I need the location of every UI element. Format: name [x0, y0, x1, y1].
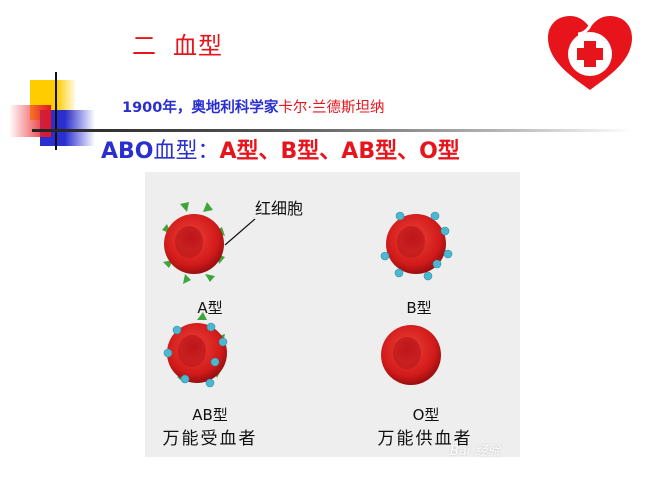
cell-label-ab: AB型: [192, 406, 228, 424]
blood-cell-illustrations: [162, 202, 453, 388]
heading-blood-type: 血型：: [153, 139, 220, 164]
slide-title: 二血型: [132, 26, 223, 61]
subtitle-year: 1900年，奥地利科学家: [122, 100, 279, 116]
cell-note-ab: 万能受血者: [162, 429, 258, 449]
cell-type-a-icon: [162, 202, 225, 284]
cell-label-o: O型: [412, 406, 440, 424]
heading-abo: ABO: [101, 139, 154, 164]
heart-red-cross-icon: [548, 16, 632, 90]
decor-vertical-line: [55, 72, 57, 150]
decor-red-square: [9, 105, 51, 137]
cell-note-o: 万能供血者: [377, 429, 473, 449]
heading-types: A型、B型、AB型、O型: [219, 139, 460, 164]
subtitle-scientist: 卡尔·兰德斯坦纳: [278, 100, 385, 116]
decor-divider-line: [32, 129, 632, 132]
watermark: Bai 经验: [450, 444, 501, 459]
cell-type-o-icon: [381, 325, 441, 385]
cell-type-ab-icon: [163, 312, 228, 388]
title-number: 二: [132, 32, 157, 60]
title-text: 血型: [173, 32, 223, 60]
abo-heading: ABO血型：A型、B型、AB型、O型: [101, 133, 460, 165]
cell-label-b: B型: [406, 299, 432, 317]
subtitle: 1900年，奥地利科学家卡尔·兰德斯坦纳: [122, 96, 384, 117]
cell-label-a: A型: [197, 299, 223, 317]
red-blood-cell-label: 红细胞: [255, 199, 304, 218]
cell-type-b-icon: [380, 211, 453, 281]
